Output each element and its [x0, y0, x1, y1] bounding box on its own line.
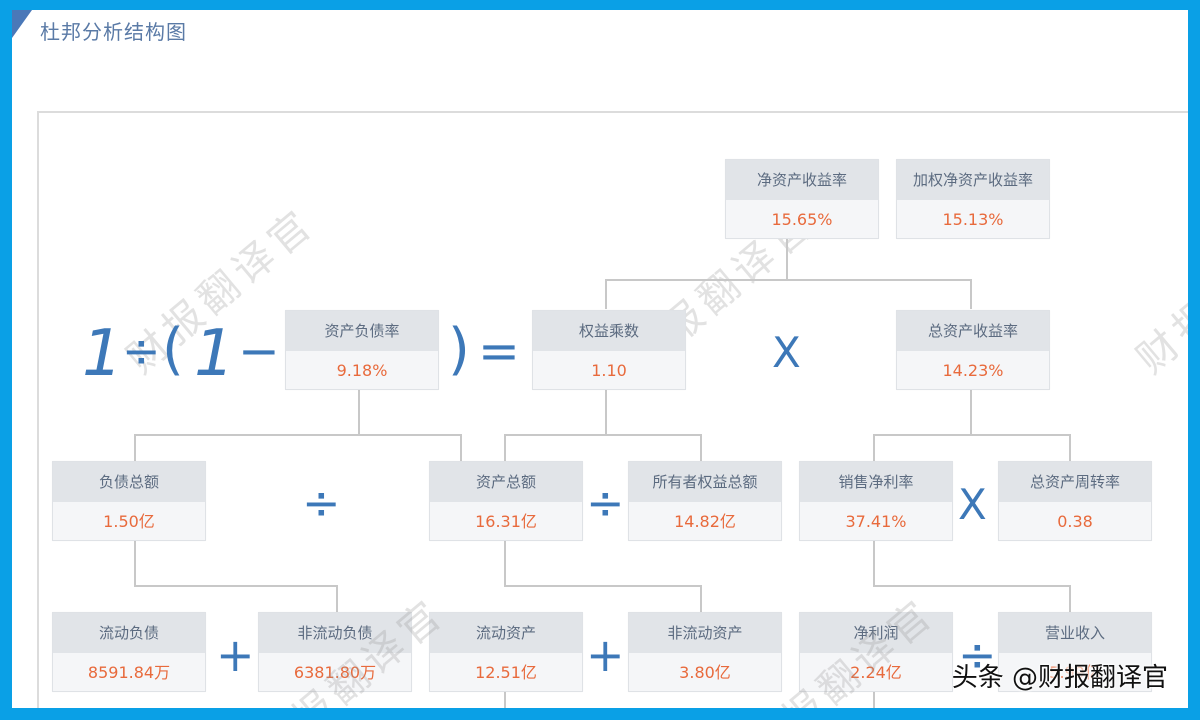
- connector: [504, 690, 506, 708]
- node-label: 权益乘数: [533, 311, 685, 351]
- close-paren: ): [448, 317, 470, 382]
- node-label: 营业收入: [999, 613, 1151, 653]
- connector: [700, 434, 702, 461]
- node-label: 非流动资产: [629, 613, 781, 653]
- node-label: 流动负债: [53, 613, 205, 653]
- node-value: 3.80亿: [679, 663, 731, 682]
- node-label: 加权净资产收益率: [897, 160, 1049, 200]
- node-value: 2.24亿: [850, 663, 902, 682]
- node-value: 16.31亿: [475, 512, 537, 531]
- node-net-margin[interactable]: 销售净利率 37.41%: [799, 461, 953, 541]
- node-current-liabilities[interactable]: 流动负债 8591.84万: [52, 612, 206, 692]
- connector: [336, 585, 338, 612]
- node-label: 销售净利率: [800, 462, 952, 502]
- node-debt-ratio[interactable]: 资产负债率 9.18%: [285, 310, 439, 390]
- connector: [1069, 585, 1071, 612]
- node-label: 净资产收益率: [726, 160, 878, 200]
- node-value: 9.18%: [336, 361, 388, 380]
- connector: [460, 434, 462, 461]
- connector: [134, 434, 462, 436]
- divide-sign: ÷: [958, 628, 997, 682]
- node-value: 8591.84万: [87, 663, 171, 682]
- node-label: 非流动负债: [259, 613, 411, 653]
- connector: [786, 238, 788, 280]
- connector: [873, 690, 875, 708]
- node-value: 12.51亿: [475, 663, 537, 682]
- node-label: 总资产收益率: [897, 311, 1049, 351]
- multiply-sign: X: [958, 480, 987, 529]
- connector: [358, 389, 360, 435]
- node-value: 37.41%: [845, 512, 907, 531]
- node-label: 总资产周转率: [999, 462, 1151, 502]
- connector: [605, 279, 972, 281]
- connector: [605, 389, 607, 435]
- formula-one: 1: [82, 317, 123, 391]
- dupont-panel: 杜邦分析结构图 财报翻译官 财报翻译官 财报翻译官 1 ÷ ( 1 − ) = …: [12, 10, 1188, 708]
- node-label: 流动资产: [430, 613, 582, 653]
- connector: [873, 434, 1071, 436]
- node-value: 14.23%: [942, 361, 1004, 380]
- node-noncurrent-assets[interactable]: 非流动资产 3.80亿: [628, 612, 782, 692]
- connector: [504, 585, 702, 587]
- node-net-profit[interactable]: 净利润 2.24亿: [799, 612, 953, 692]
- node-noncurrent-liabilities[interactable]: 非流动负债 6381.80万: [258, 612, 412, 692]
- connector: [700, 585, 702, 612]
- connector: [873, 540, 875, 586]
- divide-sign: ÷: [302, 476, 341, 530]
- node-revenue[interactable]: 营业收入 5.99亿: [998, 612, 1152, 692]
- node-roe[interactable]: 净资产收益率 15.65%: [725, 159, 879, 239]
- connector: [1069, 434, 1071, 461]
- node-value: 1.50亿: [103, 512, 155, 531]
- node-value: 15.13%: [942, 210, 1004, 229]
- connector: [605, 279, 607, 309]
- connector: [504, 434, 506, 461]
- node-equity-multiplier[interactable]: 权益乘数 1.10: [532, 310, 686, 390]
- open-paren: (: [162, 317, 184, 382]
- connector: [970, 389, 972, 435]
- connector: [134, 540, 136, 586]
- node-total-liabilities[interactable]: 负债总额 1.50亿: [52, 461, 206, 541]
- node-label: 负债总额: [53, 462, 205, 502]
- node-label: 资产负债率: [286, 311, 438, 351]
- connector: [873, 434, 875, 461]
- node-value: 5.99亿: [1049, 663, 1101, 682]
- page-title: 杜邦分析结构图: [40, 20, 187, 44]
- plus-sign: +: [216, 628, 255, 682]
- connector: [970, 279, 972, 309]
- connector: [134, 434, 136, 461]
- node-roa[interactable]: 总资产收益率 14.23%: [896, 310, 1050, 390]
- divide-sign: ÷: [122, 324, 161, 378]
- node-asset-turnover[interactable]: 总资产周转率 0.38: [998, 461, 1152, 541]
- connector: [134, 585, 338, 587]
- node-label: 净利润: [800, 613, 952, 653]
- node-value: 6381.80万: [293, 663, 377, 682]
- node-total-equity[interactable]: 所有者权益总额 14.82亿: [628, 461, 782, 541]
- node-total-assets[interactable]: 资产总额 16.31亿: [429, 461, 583, 541]
- diagram-canvas: [37, 111, 1188, 708]
- divide-sign: ÷: [586, 476, 625, 530]
- node-value: 15.65%: [771, 210, 833, 229]
- node-value: 1.10: [591, 361, 627, 380]
- node-label: 所有者权益总额: [629, 462, 781, 502]
- equals-sign: =: [478, 322, 520, 380]
- title-corner-accent: [12, 10, 32, 38]
- plus-sign: +: [586, 628, 625, 682]
- connector: [873, 585, 1071, 587]
- node-value: 14.82亿: [674, 512, 736, 531]
- connector: [504, 434, 702, 436]
- connector: [504, 540, 506, 586]
- node-label: 资产总额: [430, 462, 582, 502]
- node-weighted-roe[interactable]: 加权净资产收益率 15.13%: [896, 159, 1050, 239]
- minus-sign: −: [238, 322, 280, 380]
- formula-one: 1: [194, 317, 235, 391]
- node-current-assets[interactable]: 流动资产 12.51亿: [429, 612, 583, 692]
- node-value: 0.38: [1057, 512, 1093, 531]
- multiply-sign: X: [772, 328, 801, 377]
- credit-overlay: 头条 @财报翻译官: [951, 663, 1168, 693]
